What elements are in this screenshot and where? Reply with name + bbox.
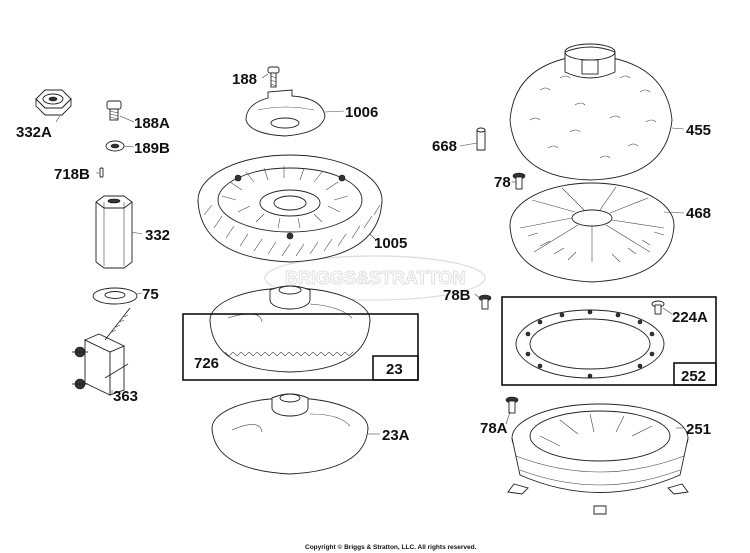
label-363: 363 <box>113 388 138 405</box>
label-75: 75 <box>142 286 159 303</box>
label-252: 252 <box>681 368 706 385</box>
kit-box-23 <box>182 313 419 381</box>
label-188: 188 <box>232 71 257 88</box>
flywheel-fan-1005 <box>197 154 383 263</box>
fan-guard-468 <box>509 182 675 283</box>
washer-75 <box>92 287 138 305</box>
long-nut-332 <box>95 195 133 269</box>
watermark-text: BRIGGS&STRATTON <box>285 268 465 288</box>
screw-78 <box>512 172 526 190</box>
label-455: 455 <box>686 122 711 139</box>
pin-668 <box>476 127 486 151</box>
screw-188 <box>267 66 280 88</box>
label-668: 668 <box>432 138 457 155</box>
hex-nut-332a <box>35 89 72 116</box>
label-468: 468 <box>686 205 711 222</box>
housing-ring-251 <box>507 403 689 515</box>
label-189b: 189B <box>134 140 170 157</box>
kit-number-box-23 <box>372 355 419 381</box>
copyright-notice: Copyright © Briggs & Stratton, LLC. All … <box>305 543 477 551</box>
label-1005: 1005 <box>374 235 407 252</box>
leader-lines <box>55 73 685 435</box>
label-78b: 78B <box>443 287 471 304</box>
screw-224a <box>651 300 665 315</box>
screw-78a <box>505 396 519 414</box>
gasket-ring-252 <box>515 309 665 379</box>
washer-189b <box>105 140 125 152</box>
rotating-screen-455 <box>509 43 673 181</box>
flywheel-23 <box>209 285 371 373</box>
clutch-tool-363 <box>72 307 131 396</box>
label-332: 332 <box>145 227 170 244</box>
label-1006: 1006 <box>345 104 378 121</box>
label-23a: 23A <box>382 427 410 444</box>
label-726: 726 <box>194 355 219 372</box>
kit-number-box-252 <box>673 362 717 386</box>
label-78a: 78A <box>480 420 508 437</box>
screw-188a <box>106 100 122 121</box>
label-251: 251 <box>686 421 711 438</box>
label-78: 78 <box>494 174 511 191</box>
label-188a: 188A <box>134 115 170 132</box>
screw-78b <box>478 294 492 310</box>
watermark-logo: BRIGGS&STRATTON <box>264 255 486 301</box>
retainer-plate-1006 <box>245 89 326 137</box>
label-332a: 332A <box>16 124 52 141</box>
label-23: 23 <box>386 361 403 378</box>
pin-718b <box>99 167 104 178</box>
flywheel-23a <box>211 393 369 475</box>
kit-box-252 <box>501 296 717 386</box>
label-224a: 224A <box>672 309 708 326</box>
label-718b: 718B <box>54 166 90 183</box>
